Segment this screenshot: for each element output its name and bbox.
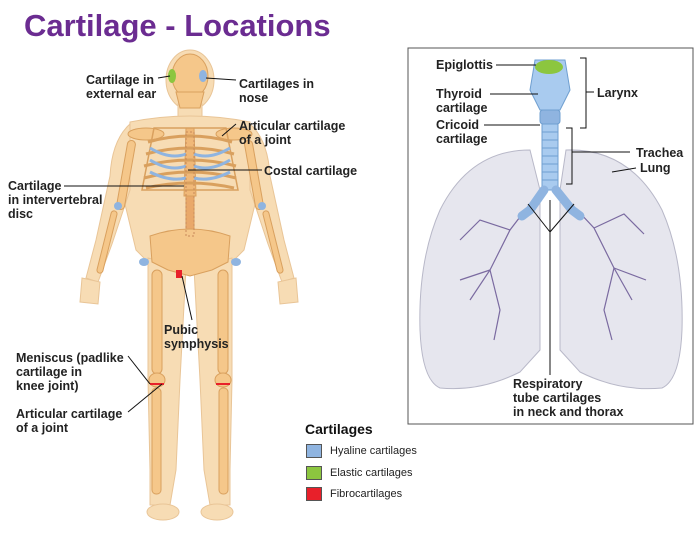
label-thyroid: Thyroid cartilage [436, 87, 488, 115]
label-trachea: Trachea [636, 146, 684, 160]
label-external-ear: Cartilage in external ear [86, 73, 157, 101]
legend-item-hyaline: Hyaline cartilages [306, 443, 417, 459]
label-respiratory: Respiratory tube cartilages in neck and … [513, 377, 624, 419]
label-articular-top: Articular cartilage of a joint [239, 119, 346, 147]
label-pubic: Pubic symphysis [164, 323, 229, 351]
label-articular-bottom: Articular cartilage of a joint [16, 407, 123, 435]
legend-swatch [306, 466, 322, 480]
respiratory-figure [419, 59, 683, 390]
legend-title: Cartilages [305, 421, 373, 437]
label-meniscus: Meniscus (padlike cartilage in knee join… [16, 351, 124, 393]
legend-item-fibro: Fibrocartilages [306, 486, 402, 502]
body-figure [79, 49, 299, 521]
label-lung: Lung [640, 161, 671, 175]
page-title: Cartilage - Locations [24, 8, 331, 43]
label-intervertebral: Cartilage in intervertebral disc [8, 179, 103, 221]
legend-item-elastic: Elastic cartilages [306, 465, 413, 481]
label-costal: Costal cartilage [264, 164, 358, 178]
label-epiglottis: Epiglottis [436, 58, 493, 72]
body-cartilage-marks [114, 69, 266, 385]
legend-label: Elastic cartilages [330, 467, 413, 479]
legend-label: Hyaline cartilages [330, 445, 417, 457]
label-cricoid: Cricoid cartilage [436, 118, 488, 146]
leader-lines [64, 57, 637, 413]
label-larynx: Larynx [597, 86, 638, 100]
label-nose: Cartilages in nose [239, 77, 315, 105]
legend-label: Fibrocartilages [330, 488, 403, 500]
legend-swatch [306, 444, 322, 458]
legend-swatch [306, 487, 322, 501]
